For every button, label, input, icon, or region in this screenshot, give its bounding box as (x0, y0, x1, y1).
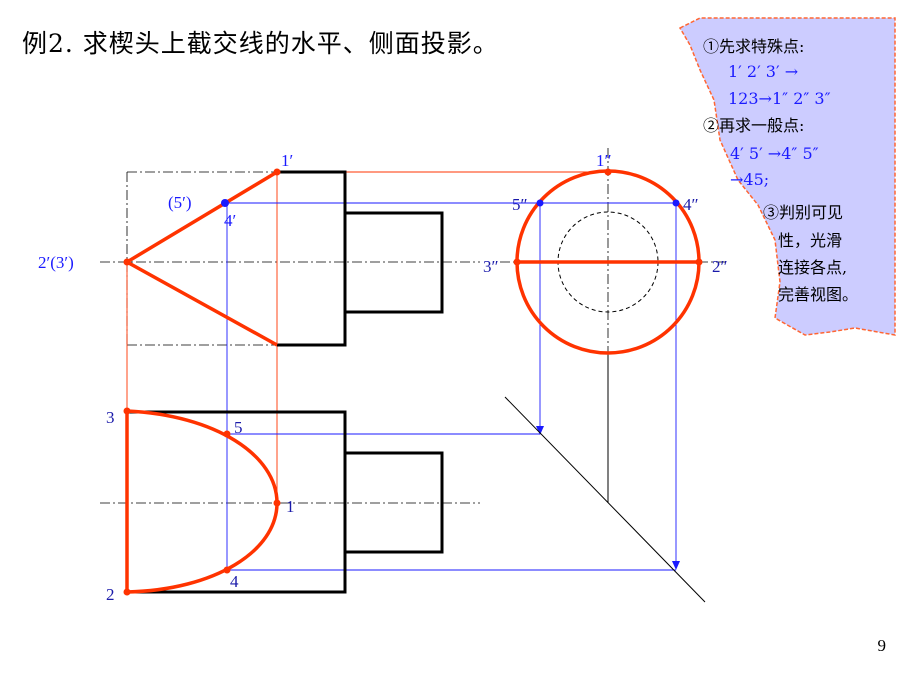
label-4-front: 4′ (224, 211, 236, 230)
label-4-top: 4 (230, 572, 239, 591)
note-line-3: 123→1″ 2″ 3″ (728, 89, 831, 108)
label-1-top: 1 (286, 497, 295, 516)
note-line-10: 完善视图。 (778, 285, 858, 304)
page-title: 例2. 求楔头上截交线的水平、侧面投影。 (22, 29, 499, 58)
label-4-side: 4″ (683, 195, 699, 214)
label-3-side: 3″ (483, 257, 499, 276)
top-section-curve (126, 409, 279, 594)
note-line-7: ③判别可见 (763, 203, 843, 222)
label-3-top: 3 (106, 408, 115, 427)
center-lines (100, 148, 725, 504)
label-5-side: 5″ (512, 195, 528, 214)
note-box: ①先求特殊点: 1′ 2′ 3′ → 123→1″ 2″ 3″ ②再求一般点: … (678, 17, 896, 336)
note-line-9: 连接各点, (778, 258, 847, 277)
label-23-front: 2′(3′) (38, 253, 74, 272)
arrowheads (536, 426, 680, 570)
page-number: 9 (877, 636, 887, 655)
note-line-2: 1′ 2′ 3′ → (728, 62, 798, 81)
note-box-shape (678, 17, 896, 336)
note-line-5: 4′ 5′ →4″ 5″ (730, 144, 819, 163)
top-view-outline (127, 410, 444, 594)
points (123, 168, 703, 596)
section-curves (125, 169, 701, 594)
label-1-side: 1″ (596, 151, 612, 170)
note-line-8: 性，光滑 (778, 231, 842, 250)
front-wedge-line (125, 170, 278, 347)
label-2-side: 2″ (712, 257, 728, 276)
labels: 1′ (5′) 4′ 2′(3′) 1″ 5″ 4″ 3″ 2″ 3 5 1 4… (38, 151, 728, 604)
note-line-6: →45; (730, 170, 769, 189)
note-line-1: ①先求特殊点: (703, 37, 804, 56)
front-view-outline (277, 170, 444, 347)
label-5-top: 5 (234, 418, 243, 437)
construction-lines-blue (222, 202, 677, 571)
note-line-4: ②再求一般点: (703, 116, 804, 135)
label-5-front: (5′) (168, 193, 192, 212)
thin-black-lines (504, 355, 706, 603)
label-2-top: 2 (106, 585, 115, 604)
label-1-front: 1′ (281, 151, 293, 170)
